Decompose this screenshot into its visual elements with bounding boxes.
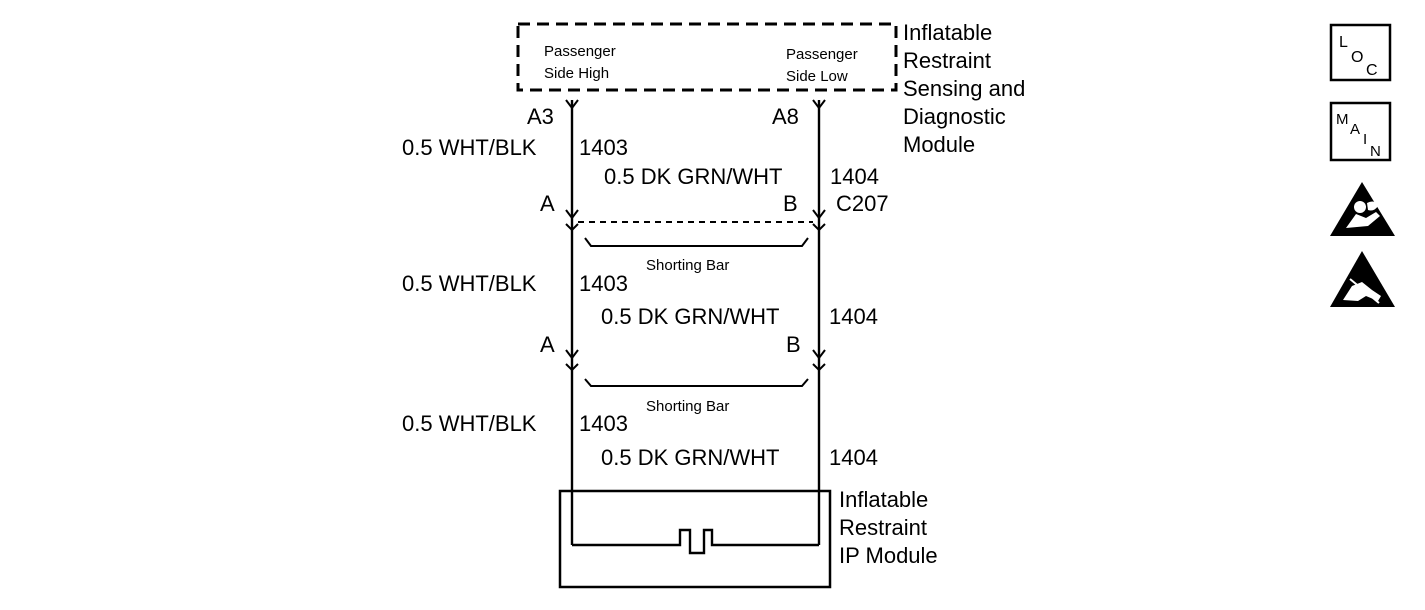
main-icon-letter-a: A: [1350, 121, 1360, 138]
terminal-a3-label: A3: [527, 104, 554, 129]
ip-title-line2: Restraint: [839, 515, 927, 540]
ip-module-title: Inflatable Restraint IP Module: [839, 487, 938, 568]
sdm-title-line3: Sensing and: [903, 76, 1025, 101]
terminal-a3-chevron: [565, 99, 579, 110]
main-icon-letter-i: I: [1363, 131, 1367, 148]
conn2-female-left: [565, 363, 579, 372]
c207-male-right: [812, 209, 826, 220]
esd-warning-slash: [1349, 278, 1380, 304]
wire-right-label-3: 0.5 DK GRN/WHT: [601, 445, 779, 470]
main-icon-letter-n: N: [1370, 143, 1381, 160]
loc-icon-frame: [1329, 23, 1392, 82]
terminal-a8-label: A8: [772, 104, 799, 129]
sdm-module-title: Inflatable Restraint Sensing and Diagnos…: [903, 20, 1025, 157]
c207-female-right: [812, 223, 826, 232]
connector-2: [565, 349, 826, 372]
c207-female-left: [565, 223, 579, 232]
wire-left-circuit-1: 1403: [579, 135, 628, 160]
airbag-warning-head: [1354, 201, 1366, 213]
wire-left-label-3: 0.5 WHT/BLK: [402, 411, 537, 436]
terminal-b-label-1: B: [783, 191, 798, 216]
shorting-bar-label-1: Shorting Bar: [646, 257, 729, 274]
sdm-title-line1: Inflatable: [903, 20, 992, 45]
ip-title-line1: Inflatable: [839, 487, 928, 512]
terminal-b-label-2: B: [786, 332, 801, 357]
sdm-pin-right-line1: Passenger: [786, 46, 858, 63]
airbag-warning-icon: [1330, 182, 1395, 236]
wire-left-label-1: 0.5 WHT/BLK: [402, 135, 537, 160]
wire-right-label-2: 0.5 DK GRN/WHT: [601, 304, 779, 329]
shorting-bar-2: [584, 378, 809, 387]
connector-name: C207: [836, 191, 889, 216]
sdm-pin-right-line2: Side Low: [786, 68, 848, 85]
ip-title-line3: IP Module: [839, 543, 938, 568]
sdm-pin-left-line1: Passenger: [544, 43, 616, 60]
loc-icon-letter-o: O: [1351, 49, 1363, 66]
ip-module-box: [558, 489, 832, 589]
sdm-title-line4: Diagnostic: [903, 104, 1006, 129]
wire-left-circuit-3: 1403: [579, 411, 628, 436]
wire-left-circuit-2: 1403: [579, 271, 628, 296]
airbag-warning-bag: [1367, 201, 1378, 211]
sdm-pin-left-line2: Side High: [544, 65, 609, 82]
c207-male-left: [565, 209, 579, 220]
sdm-title-line5: Module: [903, 132, 975, 157]
terminal-a-label-1: A: [540, 191, 555, 216]
esd-warning-icon: [1330, 251, 1395, 307]
main-icon-frame: [1329, 101, 1392, 162]
airbag-warning-body: [1346, 212, 1380, 228]
connector-c207: [565, 209, 826, 232]
sdm-title-line2: Restraint: [903, 48, 991, 73]
wire-right-label-1: 0.5 DK GRN/WHT: [604, 164, 782, 189]
wire-right-circuit-2: 1404: [829, 304, 878, 329]
airbag-squib-element: [572, 528, 819, 555]
shorting-bar-label-2: Shorting Bar: [646, 398, 729, 415]
conn2-male-left: [565, 349, 579, 360]
wire-right-circuit-1: 1404: [830, 164, 879, 189]
wire-left-label-2: 0.5 WHT/BLK: [402, 271, 537, 296]
loc-icon-letter-c: C: [1366, 62, 1378, 79]
sdm-module-dashed-box: [516, 22, 898, 92]
shorting-bar-1: [584, 237, 809, 247]
esd-warning-triangle: [1330, 251, 1395, 307]
terminal-a8-chevron: [812, 99, 826, 110]
loc-icon-letter-l: L: [1339, 34, 1348, 51]
conn2-male-right: [812, 349, 826, 360]
conn2-female-right: [812, 363, 826, 372]
wire-right-circuit-3: 1404: [829, 445, 878, 470]
main-icon-letter-m: M: [1336, 111, 1349, 128]
loc-icon[interactable]: L O C: [1329, 23, 1392, 82]
main-icon[interactable]: M A I N: [1329, 101, 1392, 162]
terminal-a-label-2: A: [540, 332, 555, 357]
